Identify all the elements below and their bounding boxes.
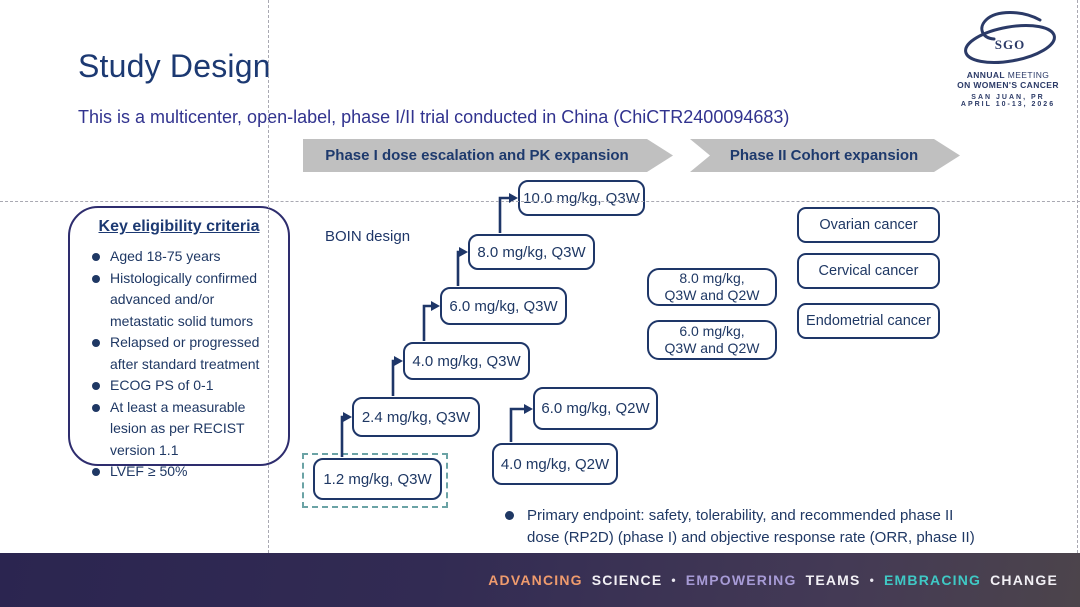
page-title: Study Design: [78, 48, 271, 84]
primary-endpoint-text: Primary endpoint: safety, tolerability, …: [527, 507, 975, 546]
cohort-box-ovarian: Ovarian cancer: [797, 207, 940, 243]
list-item: ECOG PS of 0-1: [92, 375, 280, 397]
boin-design-label: BOIN design: [325, 228, 411, 245]
logo-location: SAN JUAN, PR: [971, 94, 1045, 101]
dose-box-8-0-q3w: 8.0 mg/kg, Q3W: [468, 234, 595, 270]
list-item: Histologically confirmed advanced and/or…: [92, 268, 280, 333]
horizontal-guide: [0, 201, 1080, 202]
dose-line: 6.0 mg/kg,: [679, 323, 745, 339]
cohort-box-endometrial: Endometrial cancer: [797, 303, 940, 339]
dose-box-6-0-q2w: 6.0 mg/kg, Q2W: [533, 387, 658, 430]
footer-word-advancing: ADVANCING: [488, 572, 583, 588]
footer-bar: ADVANCING SCIENCE • EMPOWERING TEAMS • E…: [0, 553, 1080, 607]
sgo-swirl-icon: SGO: [964, 11, 1056, 64]
dose-box-10-0-q3w: 10.0 mg/kg, Q3W: [518, 180, 645, 216]
dose-box-4-0-q3w: 4.0 mg/kg, Q3W: [403, 342, 530, 380]
footer-word-teams: TEAMS: [805, 572, 861, 588]
sgo-logo-text: SGO: [995, 37, 1025, 52]
logo-meeting-line: ANNUAL MEETING: [966, 70, 1050, 80]
vertical-guide-left: [268, 0, 269, 553]
phase2-dose-box-6-0: 6.0 mg/kg, Q3W and Q2W: [647, 320, 777, 360]
list-item: LVEF ≥ 50%: [92, 461, 280, 483]
schedule-line: Q3W and Q2W: [664, 340, 760, 356]
bullet-icon: [505, 511, 514, 520]
eligibility-box: Key eligibility criteria Aged 18-75 year…: [68, 206, 290, 479]
trial-description: This is a multicenter, open-label, phase…: [78, 107, 790, 127]
dose-line: 8.0 mg/kg,: [679, 270, 745, 286]
bullet-separator-icon: •: [671, 573, 677, 587]
logo-dates: APRIL 10-13, 2026: [960, 101, 1056, 108]
logo-cancer-line: ON WOMEN'S CANCER: [957, 80, 1059, 90]
primary-endpoint: Primary endpoint: safety, tolerability, …: [505, 505, 983, 549]
footer-slogan: ADVANCING SCIENCE • EMPOWERING TEAMS • E…: [479, 553, 1058, 607]
eligibility-list: Aged 18-75 years Histologically confirme…: [92, 246, 280, 483]
footer-word-embracing: EMBRACING: [883, 572, 982, 588]
list-item: At least a measurable lesion as per RECI…: [92, 397, 280, 462]
phase2-dose-box-8-0: 8.0 mg/kg, Q3W and Q2W: [647, 268, 777, 306]
phase2-banner: Phase II Cohort expansion: [690, 139, 960, 172]
bullet-separator-icon: •: [869, 573, 875, 587]
starting-dose-highlight: [302, 453, 448, 508]
list-item: Aged 18-75 years: [92, 246, 280, 268]
footer-word-empowering: EMPOWERING: [685, 572, 797, 588]
list-item: Relapsed or progressed after standard tr…: [92, 332, 280, 375]
eligibility-title: Key eligibility criteria: [98, 218, 260, 235]
cohort-box-cervical: Cervical cancer: [797, 253, 940, 289]
schedule-line: Q3W and Q2W: [664, 287, 760, 303]
dose-box-1-2-q3w: 1.2 mg/kg, Q3W: [313, 458, 442, 500]
dose-box-6-0-q3w: 6.0 mg/kg, Q3W: [440, 287, 567, 325]
footer-word-change: CHANGE: [990, 572, 1058, 588]
vertical-guide-right: [1077, 0, 1078, 553]
dose-box-4-0-q2w: 4.0 mg/kg, Q2W: [492, 443, 618, 485]
dose-box-2-4-q3w: 2.4 mg/kg, Q3W: [352, 397, 480, 437]
sgo-logo: SGO ANNUAL MEETING ON WOMEN'S CANCER SAN…: [938, 8, 1078, 108]
footer-word-science: SCIENCE: [591, 572, 663, 588]
phase1-banner: Phase I dose escalation and PK expansion: [303, 139, 673, 172]
